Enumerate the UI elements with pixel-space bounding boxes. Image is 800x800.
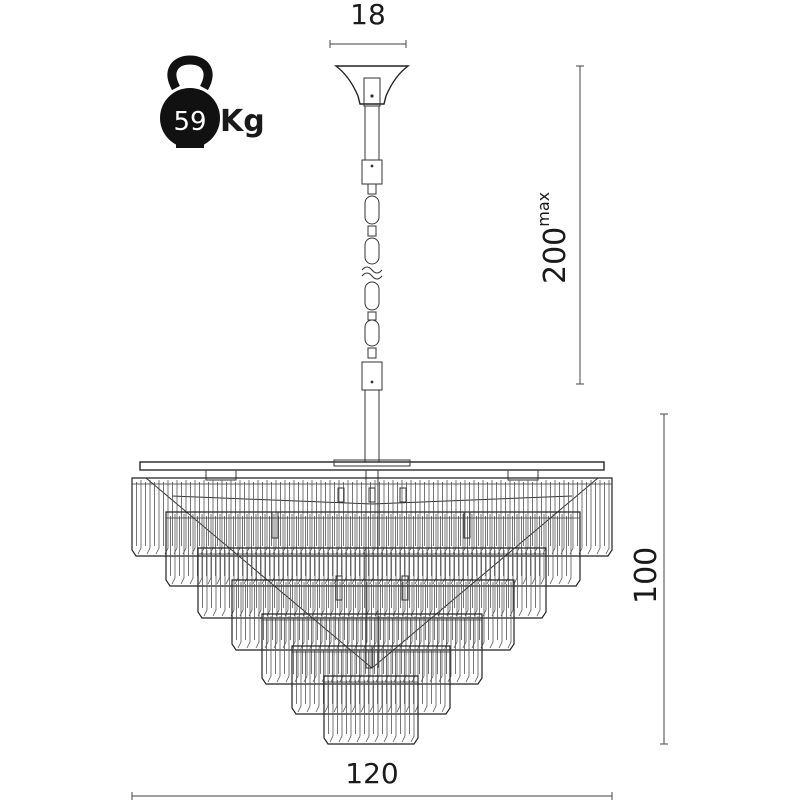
crystal-tier [323, 675, 419, 745]
ceiling-canopy [333, 65, 411, 107]
diameter-label: 120 [345, 757, 398, 790]
top-width-dimension: 18 [329, 0, 407, 48]
crystal-tiers [131, 477, 613, 745]
suspension-rod [361, 106, 383, 185]
suspension-chain [361, 183, 383, 391]
kettlebell-icon [160, 55, 220, 148]
crystal-tier [131, 477, 613, 557]
weight-value: 59 [173, 107, 206, 137]
suspension-height-value: 200 [538, 227, 573, 284]
weight-unit: Kg [220, 104, 265, 139]
suspension-height-suffix: max [534, 192, 553, 227]
top-width-label: 18 [350, 0, 386, 31]
crystal-tier [165, 511, 581, 587]
lower-rod [364, 390, 380, 462]
light-sockets [271, 487, 471, 669]
top-frame [139, 459, 605, 481]
body-height-dimension: 100 [629, 413, 668, 745]
suspension-height-dimension: 200max [534, 65, 584, 385]
diameter-dimension: 120 [131, 757, 613, 800]
suspension-height-label: 200max [534, 192, 573, 284]
body-height-label: 100 [629, 547, 664, 604]
weight-badge: 59 Kg [160, 55, 265, 148]
crystal-tier [231, 579, 515, 651]
